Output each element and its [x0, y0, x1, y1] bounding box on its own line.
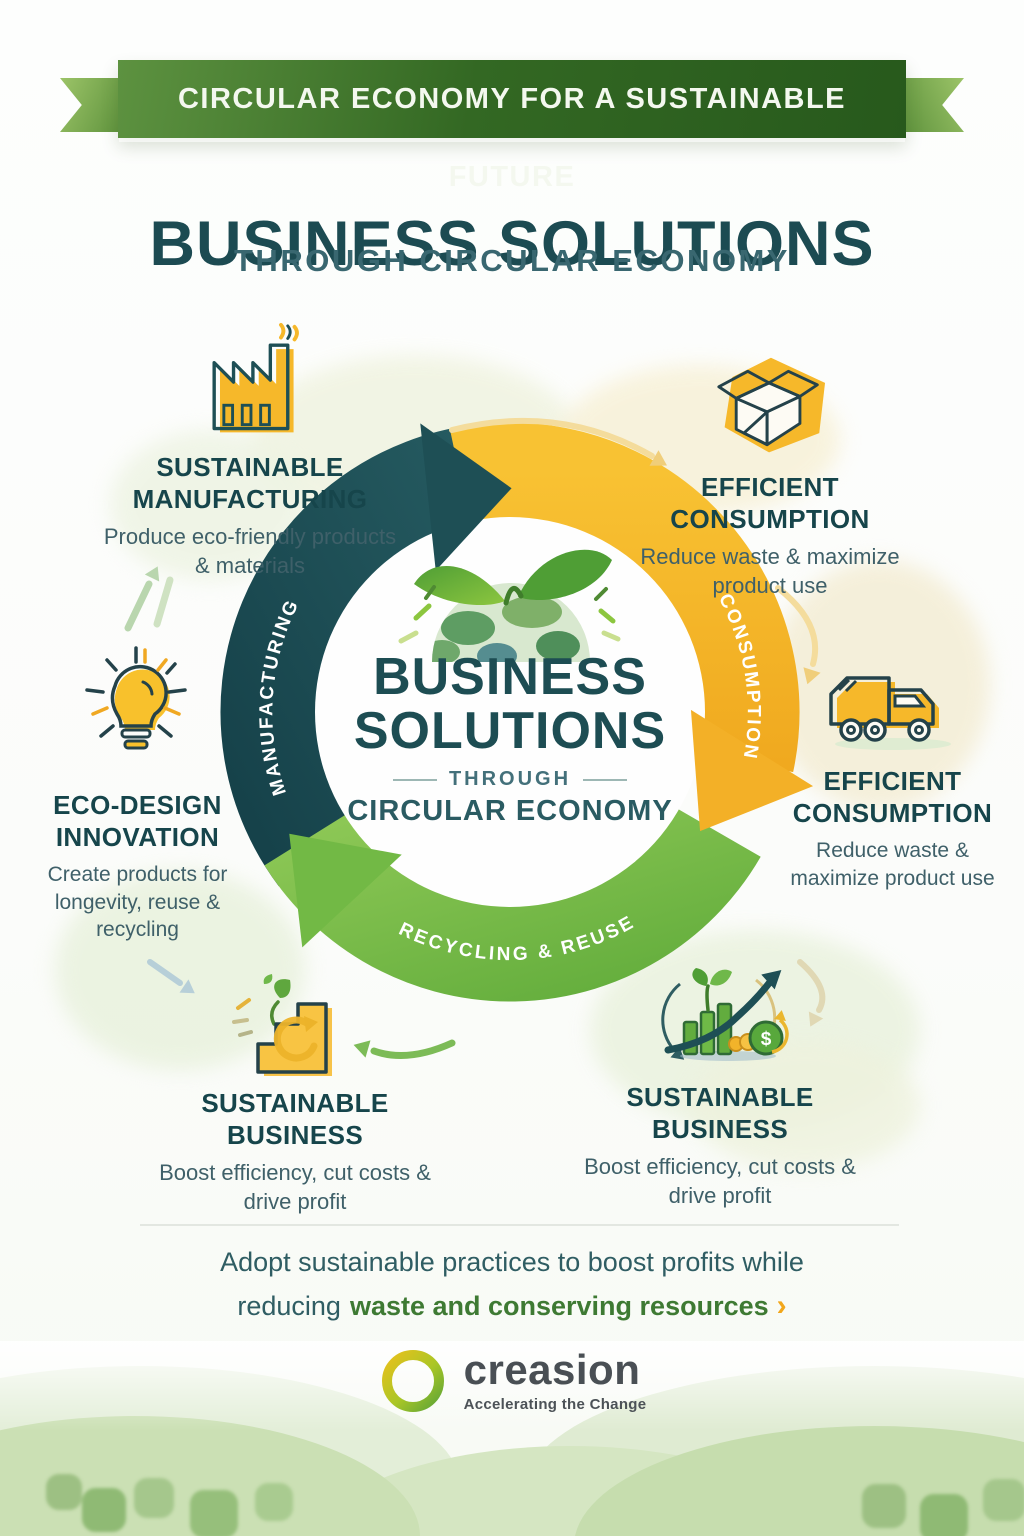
footer-cta: Adopt sustainable practices to boost pro… — [0, 1240, 1024, 1328]
item-title: SUSTAINABLE BUSINESS — [201, 1088, 389, 1150]
item-title: SUSTAINABLE BUSINESS — [626, 1082, 814, 1144]
cycle-center-text: BUSINESS SOLUTIONS THROUGH CIRCULAR ECON… — [330, 650, 690, 828]
decorative-arrow-left-upper — [124, 580, 153, 632]
item-description: Reduce waste & maximize product use — [640, 544, 900, 599]
page-title: BUSINESS SOLUTIONS — [149, 209, 875, 280]
cycle-arc-recycling — [264, 807, 761, 1002]
logo-name: creasion — [463, 1346, 641, 1393]
foliage — [60, 1488, 68, 1496]
item-description: Boost efficiency, cut costs & drive prof… — [159, 1160, 431, 1215]
manufacturing-arc-label: MANUFACTURING — [256, 595, 304, 798]
item-sustainable-manufacturing: SUSTAINABLE MANUFACTURING Produce eco-fr… — [95, 322, 405, 581]
item-title: SUSTAINABLE MANUFACTURING — [132, 452, 368, 514]
logo-tagline: Accelerating the Change — [463, 1396, 647, 1413]
item-description: Produce eco-friendly products & material… — [103, 524, 397, 579]
item-description: Reduce waste & maximize product use — [790, 839, 995, 890]
landscape-mist — [0, 1341, 1024, 1431]
item-eco-design-innovation: ECO-DESIGN INNOVATION Create products fo… — [25, 642, 250, 943]
cta-line1: Adopt sustainable practices to boost pro… — [220, 1247, 804, 1277]
item-description: Boost efficiency, cut costs & drive prof… — [584, 1154, 856, 1209]
eco-steps-icon — [232, 974, 332, 1076]
factory-icon — [212, 322, 299, 433]
landscape-illustration — [0, 1341, 1024, 1536]
logo-text: creasion Accelerating the Change — [463, 1346, 647, 1414]
svg-text:$: $ — [761, 1029, 772, 1050]
page-subtitle: THROUGH CIRCULAR ECONOMY — [234, 243, 790, 278]
cta-line2-bold: waste and conserving resources — [349, 1291, 769, 1321]
banner-text: CIRCULAR ECONOMY FOR A SUSTAINABLE FUTUR… — [177, 83, 847, 193]
logo: creasion Accelerating the Change — [0, 1346, 1024, 1416]
item-description: Create products for longevity, reuse & r… — [47, 863, 228, 942]
lightbulb-icon — [84, 646, 187, 750]
center-connector: THROUGH — [330, 768, 690, 791]
decorative-stroke-left — [153, 576, 174, 628]
cta-line2: reducing waste and conserving resources› — [0, 1284, 1024, 1328]
cta-line2-prefix: reducing — [237, 1291, 341, 1321]
logo-ring-icon — [381, 1350, 444, 1412]
open-box-icon — [717, 357, 826, 453]
item-sustainable-business-right: $ SUSTAINABLE BUSINESS Boost efficiency,… — [565, 958, 875, 1211]
banner-ribbon: CIRCULAR ECONOMY FOR A SUSTAINABLE FUTUR… — [118, 60, 906, 193]
center-title-line2: SOLUTIONS — [353, 702, 667, 761]
consumption-arc-label: CONSUMPTION — [714, 590, 764, 762]
truck-icon — [828, 676, 951, 750]
item-sustainable-business-left: SUSTAINABLE BUSINESS Boost efficiency, c… — [155, 968, 435, 1217]
item-title: ECO-DESIGN INNOVATION — [53, 790, 222, 852]
footer-divider — [140, 1224, 899, 1226]
item-title: EFFICIENT CONSUMPTION — [792, 766, 993, 828]
item-efficient-consumption-top: EFFICIENT CONSUMPTION Reduce waste & max… — [620, 352, 920, 601]
background-blob — [690, 1040, 920, 1170]
item-title: EFFICIENT CONSUMPTION — [670, 472, 870, 534]
center-title-line1: BUSINESS — [373, 648, 647, 706]
item-efficient-consumption-right: EFFICIENT CONSUMPTION Reduce waste & max… — [770, 650, 1015, 892]
cta-chevron-icon: › — [776, 1289, 787, 1322]
center-subtitle: CIRCULAR ECONOMY — [347, 795, 673, 828]
growth-chart-icon: $ — [661, 968, 789, 1061]
